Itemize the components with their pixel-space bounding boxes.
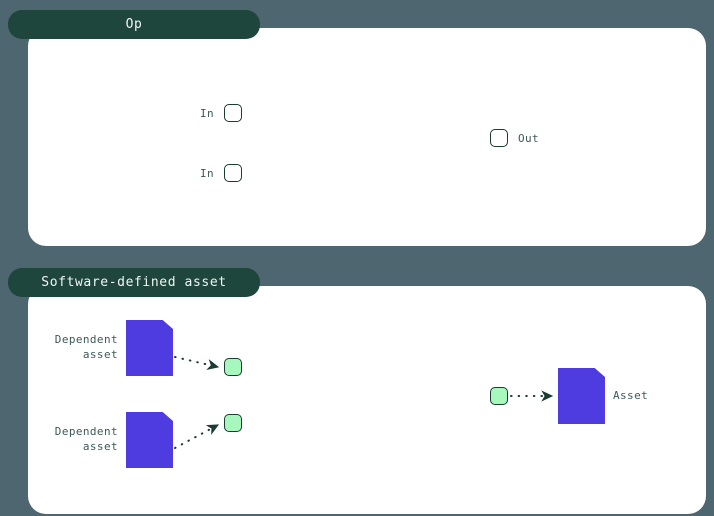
asset-op-input-port-2[interactable] — [224, 414, 242, 432]
dependent-asset-1-label: Dependent asset — [20, 332, 118, 362]
op-input-port-1[interactable] — [224, 104, 242, 122]
dependent-asset-2-icon[interactable] — [126, 412, 173, 468]
dependent-asset-2-label: Dependent asset — [20, 424, 118, 454]
dependent-asset-1-label-line1: Dependent — [54, 333, 118, 346]
connector-dependent-asset-1 — [174, 356, 220, 371]
output-asset-icon[interactable] — [558, 368, 605, 424]
output-asset-label: Asset — [613, 389, 649, 402]
panel-op-tab[interactable]: Op — [8, 10, 260, 39]
dependent-asset-1-label-line2: asset — [82, 348, 118, 361]
op-input-port-2-label: In — [199, 167, 214, 180]
dependent-asset-1-icon[interactable] — [126, 320, 173, 376]
connector-dependent-asset-2 — [174, 424, 220, 449]
op-input-port-1-label: In — [199, 107, 214, 120]
asset-op-input-port-1[interactable] — [224, 358, 242, 376]
dependent-asset-2-label-line1: Dependent — [54, 425, 118, 438]
panel-sda-tab[interactable]: Software-defined asset — [8, 268, 260, 297]
op-input-port-2[interactable] — [224, 164, 242, 182]
asset-op-output-port-1[interactable] — [490, 387, 508, 405]
connector-layer — [174, 356, 554, 449]
panel-op-body — [28, 28, 706, 246]
op-output-port-1[interactable] — [490, 129, 508, 147]
op-output-port-1-label: Out — [518, 132, 540, 145]
dependent-asset-2-label-line2: asset — [82, 440, 118, 453]
